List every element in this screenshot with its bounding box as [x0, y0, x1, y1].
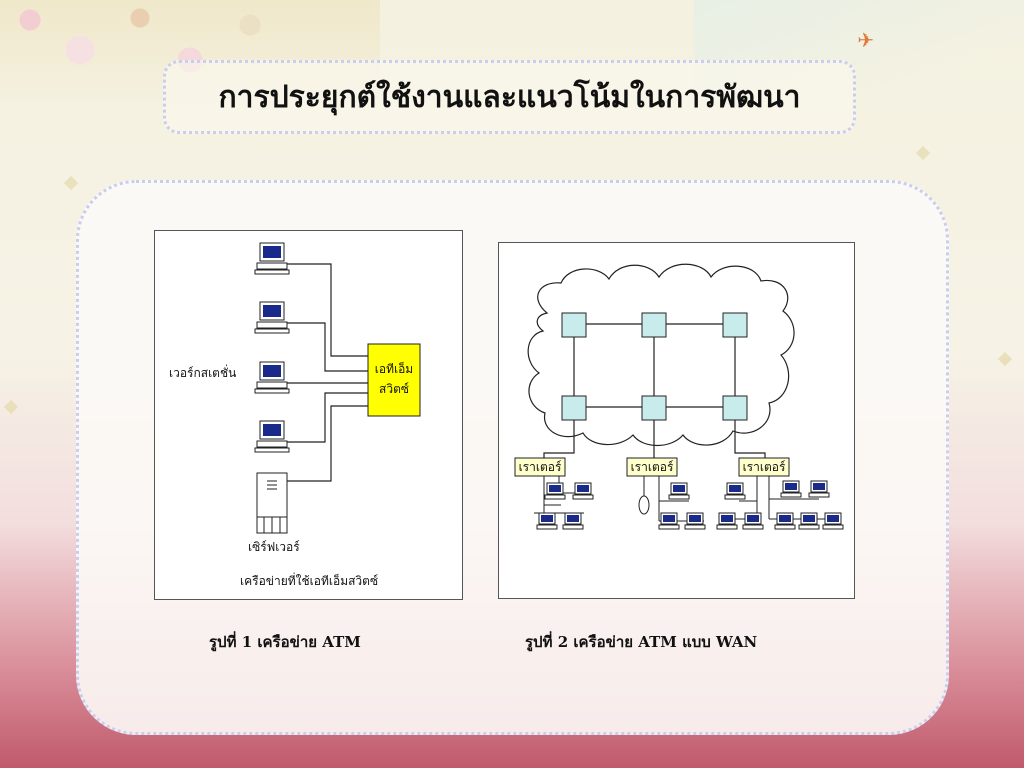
pc-icon: [562, 512, 584, 530]
connection-lines: [287, 263, 368, 482]
title-banner: การประยุกต์ใช้งานและแนวโน้มในการพัฒนา: [163, 60, 856, 134]
workstation-icon: [254, 420, 290, 453]
pc-icon: [684, 512, 706, 530]
slide-title: การประยุกต์ใช้งานและแนวโน้มในการพัฒนา: [218, 79, 801, 115]
leaf-icon: [997, 351, 1013, 367]
pc-icon: [668, 482, 690, 500]
pc-icon: [798, 512, 820, 530]
leaf-icon: [63, 175, 79, 191]
leaf-icon: [915, 145, 931, 161]
router-label: เราเตอร์: [631, 460, 674, 474]
figure-atm-wan-network: เราเตอร์ เราเตอร์ เราเตอร์: [498, 242, 855, 599]
pc-icon: [822, 512, 844, 530]
router-box: [626, 457, 678, 477]
pc-icon: [808, 480, 830, 498]
workstation-icon: [254, 301, 290, 334]
pc-icon: [774, 512, 796, 530]
pc-icon: [572, 482, 594, 500]
pc-icon: [544, 482, 566, 500]
pc-icon: [536, 512, 558, 530]
router-label: เราเตอร์: [519, 460, 562, 474]
bird-icon: ✈: [857, 28, 874, 52]
workstation-icon: [254, 242, 290, 275]
server-icon: [256, 472, 288, 534]
figure1-caption: รูปที่ 1 เครือข่าย ATM: [209, 633, 361, 651]
workstation-icon: [254, 361, 290, 394]
server-label: เซิร์ฟเวอร์: [248, 540, 300, 554]
figure2-caption: รูปที่ 2 เครือข่าย ATM แบบ WAN: [525, 633, 758, 651]
pc-icons: [536, 480, 844, 530]
atm-switch-nodes: [561, 312, 748, 421]
router-label: เราเตอร์: [743, 460, 786, 474]
pc-icon: [742, 512, 764, 530]
workstation-label: เวอร์กสเตชั่น: [169, 364, 236, 380]
pc-icon: [780, 480, 802, 498]
atm-switch-box: [367, 343, 421, 417]
leaf-icon: [3, 399, 19, 415]
router-box: [514, 457, 566, 477]
switch-label-1: เอทีเอ็ม: [375, 361, 413, 376]
router-box: [738, 457, 790, 477]
switch-label-2: สวิตซ์: [379, 382, 409, 396]
pc-icon: [658, 512, 680, 530]
pc-icon: [716, 512, 738, 530]
pc-icon: [724, 482, 746, 500]
printer-icon: [638, 495, 650, 515]
figure-atm-switch-network: เอทีเอ็ม สวิตซ์ เวอร์กสเตชั่น เซิร์ฟเวอร…: [154, 230, 463, 600]
figure1-bottom-caption: เครือข่ายที่ใช้เอทีเอ็มสวิตซ์: [240, 572, 378, 588]
